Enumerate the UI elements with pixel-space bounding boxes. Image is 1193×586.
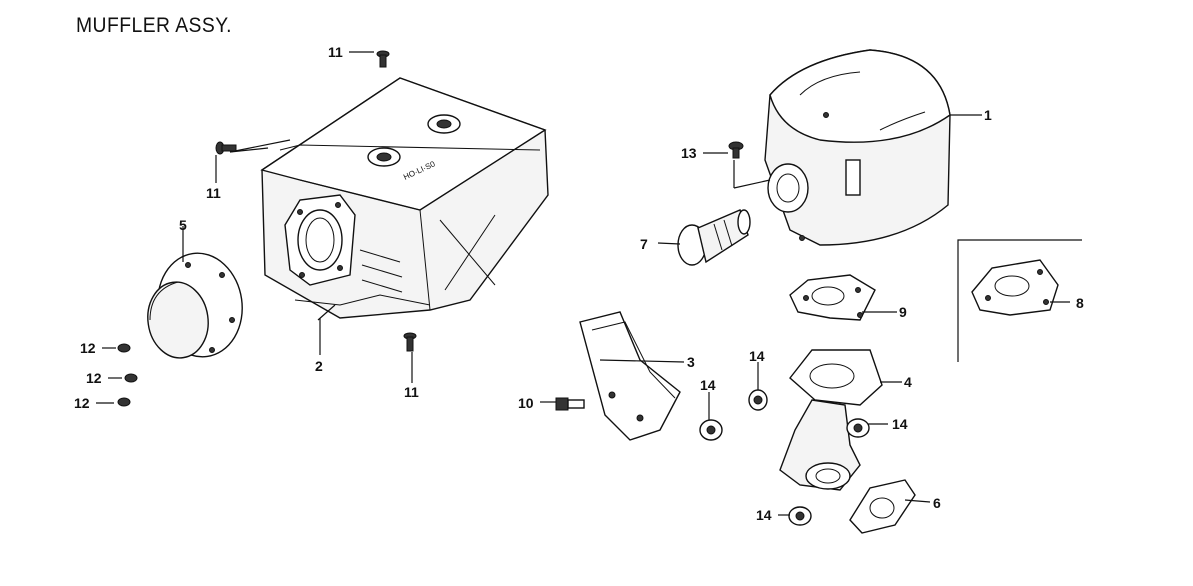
callout-5: 5: [179, 217, 187, 233]
callout-14-c: 14: [892, 416, 908, 432]
gasket-6-part: [849, 479, 916, 534]
exhaust-pipe-part: [677, 209, 751, 266]
callout-4: 4: [904, 374, 912, 390]
callout-8: 8: [1076, 295, 1084, 311]
page-title: MUFFLER ASSY.: [76, 14, 232, 37]
callout-14-d: 14: [756, 507, 772, 523]
muffler-protector-part: HO·LI·S0: [260, 77, 549, 319]
screws-12: [117, 343, 138, 407]
bolt-11-bottom: [403, 332, 417, 352]
exhaust-manifold-part: [779, 349, 883, 491]
gasket-9-part: [789, 274, 876, 321]
callout-12-b: 12: [86, 370, 102, 386]
leader-lines: [96, 51, 1070, 516]
callout-1: 1: [984, 107, 992, 123]
screw-13: [728, 141, 744, 159]
callout-13: 13: [681, 145, 697, 161]
callout-6: 6: [933, 495, 941, 511]
gasket-8-part: [957, 239, 1082, 362]
bolt-10: [555, 397, 585, 411]
callout-2: 2: [315, 358, 323, 374]
muffler-part: [764, 49, 951, 246]
bolt-11-left: [215, 141, 237, 155]
callout-14-b: 14: [749, 348, 765, 364]
callout-7: 7: [640, 236, 648, 252]
callout-14-a: 14: [700, 377, 716, 393]
muffler-cap-part: [147, 252, 243, 359]
nuts-14: [699, 389, 870, 526]
callout-11-top: 11: [328, 44, 343, 60]
callout-12-a: 12: [80, 340, 96, 356]
callout-12-c: 12: [74, 395, 90, 411]
callout-11-bottom: 11: [404, 384, 419, 400]
callout-10: 10: [518, 395, 534, 411]
muffler-bracket-part: [579, 311, 681, 441]
bolt-11-top: [376, 50, 390, 68]
callout-3: 3: [687, 354, 695, 370]
callout-9: 9: [899, 304, 907, 320]
callout-11-left: 11: [206, 185, 221, 201]
